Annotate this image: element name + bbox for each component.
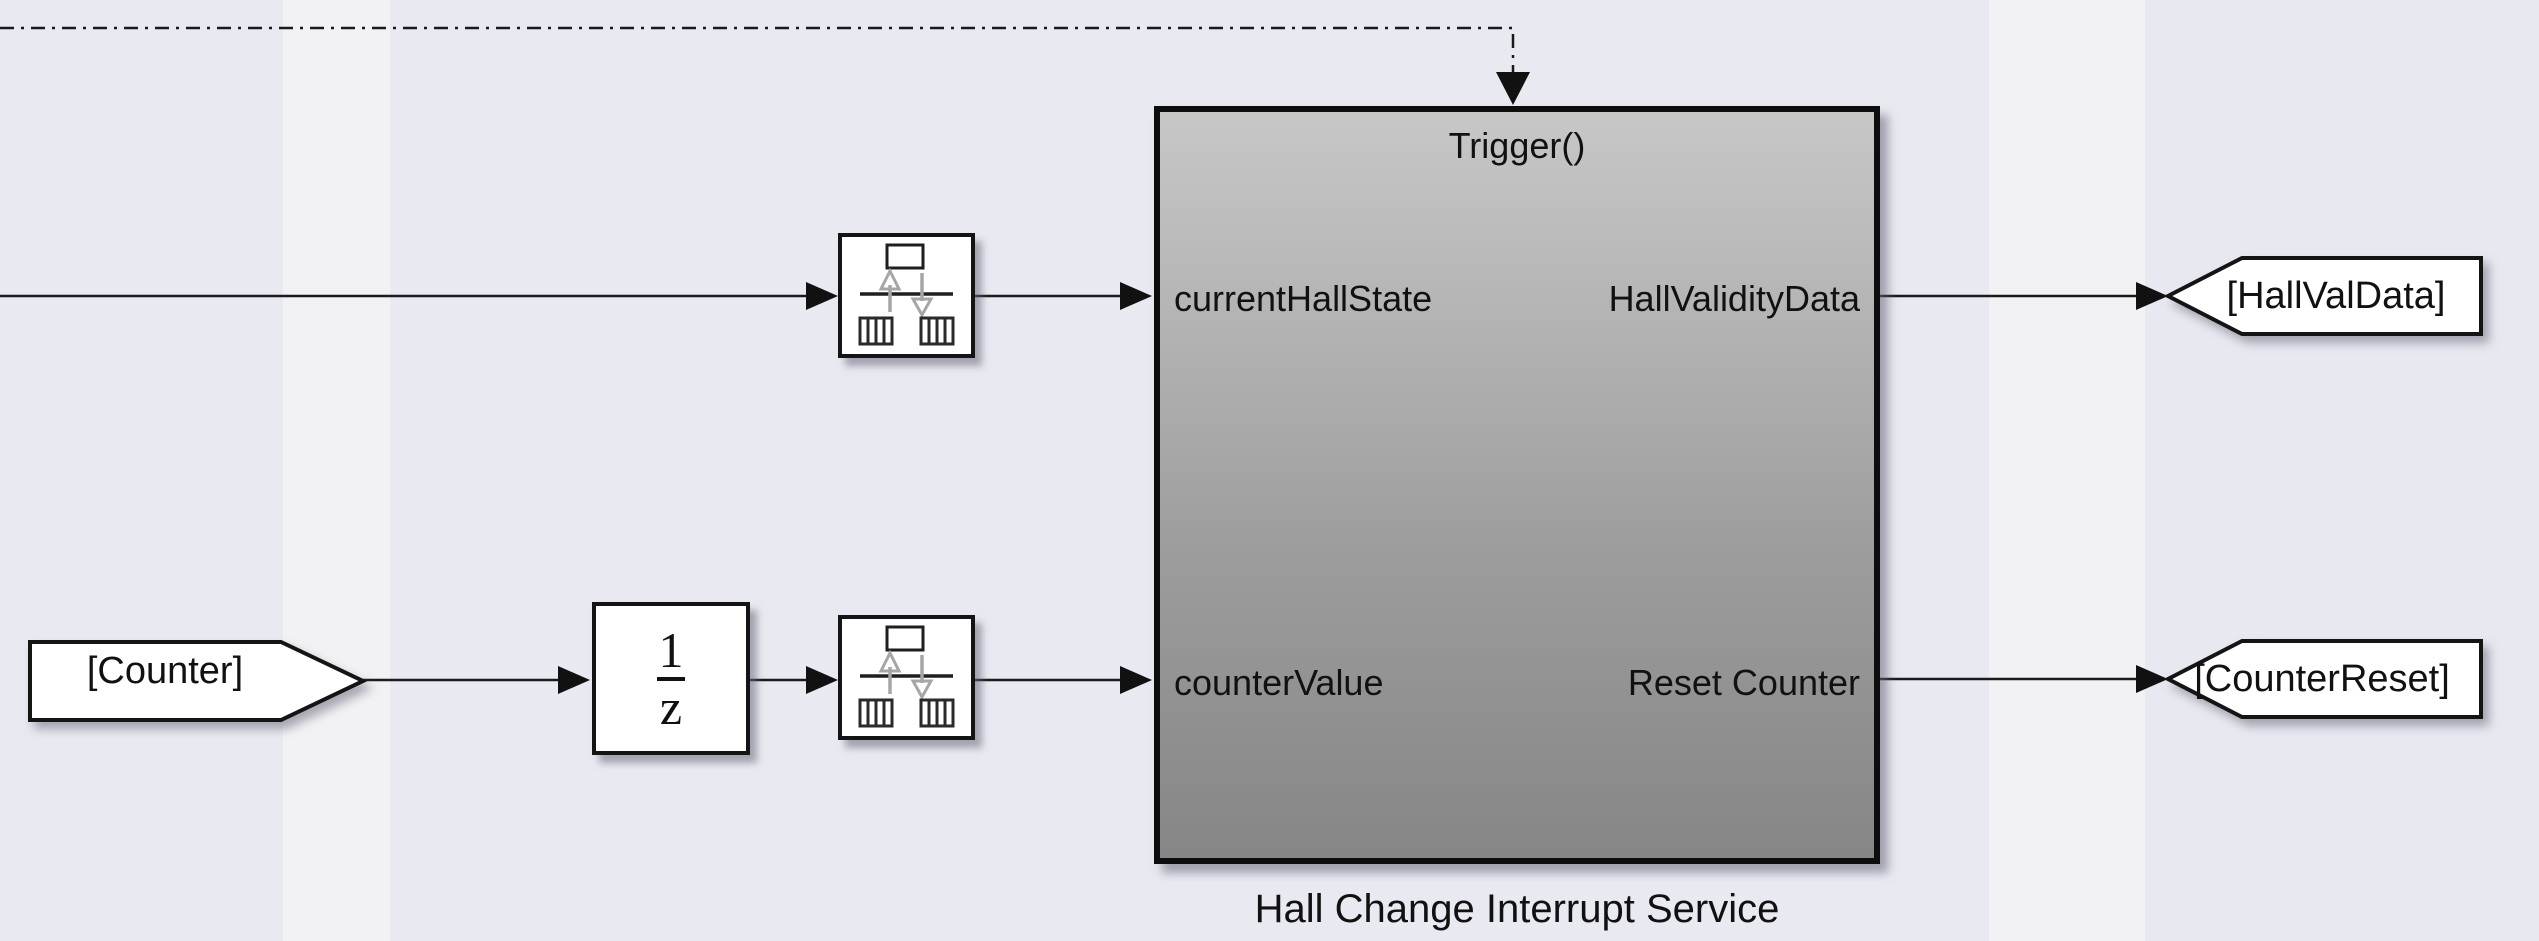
arrowhead (1120, 666, 1152, 694)
output-port-reset-counter: Reset Counter (1627, 662, 1860, 703)
arrowhead (558, 666, 590, 694)
arrowhead (806, 282, 838, 310)
from-tag-counter-label: [Counter] (86, 650, 244, 692)
arrowhead (2136, 665, 2168, 693)
output-port-hall-validity-data: HallValidityData (1608, 278, 1860, 319)
trigger-wire-arrowhead (1496, 72, 1530, 105)
fraction-bar (657, 677, 685, 681)
input-port-counter-value: counterValue (1174, 662, 1384, 703)
goto-tag-hall-val-data[interactable] (2162, 252, 2502, 347)
unit-delay-fraction: 1 z (657, 622, 685, 735)
input-port-current-hall-state: currentHallState (1174, 278, 1433, 319)
arrowhead (806, 666, 838, 694)
arrowhead (1120, 282, 1152, 310)
rate-transition-icon (858, 625, 955, 728)
arrowhead (2136, 282, 2168, 310)
unit-delay-numerator: 1 (658, 622, 684, 678)
rate-transition-block-bottom[interactable] (838, 615, 975, 740)
rate-transition-block-top[interactable] (838, 233, 975, 358)
goto-tag-hall-val-data-label: [HallValData] (2226, 275, 2446, 317)
trigger-wire[interactable] (0, 26, 1515, 72)
goto-tag-counter-reset[interactable] (2162, 635, 2502, 730)
subsystem-caption: Hall Change Interrupt Service (1254, 887, 1780, 931)
unit-delay-denominator: z (659, 679, 683, 735)
hall-change-interrupt-subsystem[interactable]: Trigger() currentHallState HallValidityD… (1154, 106, 1880, 864)
unit-delay-block[interactable]: 1 z (592, 602, 750, 755)
rate-transition-icon (858, 243, 955, 346)
from-tag-counter[interactable] (24, 636, 384, 736)
trigger-port-label: Trigger() (1448, 125, 1586, 166)
goto-tag-counter-reset-label: [CounterReset] (2194, 658, 2450, 700)
